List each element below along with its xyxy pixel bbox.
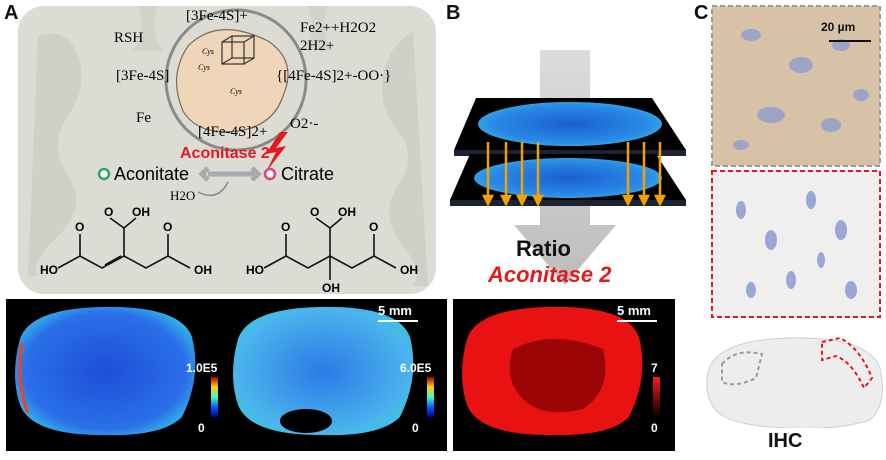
imaging-panel-ratio: 5 mm 7 0 bbox=[453, 299, 675, 451]
ihc-whole-section bbox=[706, 336, 883, 428]
aconitate-oh-label: OH bbox=[194, 263, 212, 277]
label-fe-h2o2: Fe2++H2O2 bbox=[300, 20, 376, 36]
enzyme-label: Aconitase 2 bbox=[180, 145, 270, 162]
aconitate-o-label-2: O bbox=[163, 220, 172, 234]
cys-label-1: Cys bbox=[202, 47, 214, 56]
aconitate-o-label-3: O bbox=[104, 205, 113, 219]
water-label: H2O bbox=[170, 188, 195, 203]
scale-bar-label-1: 5 mm bbox=[378, 303, 412, 318]
colorbar-2-max: 6.0E5 bbox=[400, 361, 432, 375]
aconitate-o-label-1: O bbox=[75, 220, 84, 234]
imaging-panel-1: 5 mm 1.0E5 0 6.0E5 0 bbox=[6, 299, 447, 451]
label-3fe4s-plus: [3Fe-4S]+ bbox=[186, 8, 248, 24]
projection-arrows bbox=[481, 142, 667, 207]
colorbar-1 bbox=[211, 377, 218, 417]
citrate-marker-icon bbox=[263, 167, 277, 181]
brain-map-1-edge bbox=[18, 342, 30, 414]
ihc-label: IHC bbox=[768, 430, 803, 452]
aconitate-oh-label-2: OH bbox=[132, 205, 150, 219]
brain-map-2 bbox=[233, 306, 414, 436]
ihc-micrograph-top bbox=[711, 5, 881, 167]
citrate-oh-label: OH bbox=[400, 263, 418, 277]
citrate-ho-label: HO bbox=[246, 263, 264, 277]
scale-bar-label-2: 5 mm bbox=[617, 303, 651, 318]
citrate-o-label-2: O bbox=[369, 220, 378, 234]
brain-map-1 bbox=[15, 306, 196, 436]
panel-a-letter: A bbox=[4, 2, 19, 24]
label-3fe4s: [3Fe-4S] bbox=[116, 68, 169, 84]
brain-intensity-maps bbox=[15, 306, 434, 436]
label-4fe4s-2plus: [4Fe-4S]2+ bbox=[198, 124, 267, 140]
citrate-oh-label-2: OH bbox=[322, 281, 340, 294]
protein-blob bbox=[175, 29, 289, 133]
cys-label-3: Cys bbox=[230, 87, 242, 96]
label-superoxide: O2·- bbox=[290, 116, 318, 132]
aconitate-label: Aconitate bbox=[114, 164, 189, 184]
colorbar-3 bbox=[653, 377, 660, 417]
ihc-micrograph-bottom bbox=[711, 170, 881, 318]
citrate-structure bbox=[263, 217, 397, 280]
colorbar-3-min: 0 bbox=[651, 421, 658, 435]
colorbar-1-min: 0 bbox=[198, 421, 205, 435]
aconitate-marker-icon bbox=[97, 167, 111, 181]
colorbar-2 bbox=[427, 377, 434, 417]
panel-b-stack bbox=[450, 50, 686, 285]
ratio-map bbox=[462, 306, 660, 436]
cys-label-2: Cys bbox=[198, 63, 210, 72]
panel-b-letter: B bbox=[446, 2, 461, 24]
label-fe: Fe bbox=[136, 110, 151, 126]
brain-map-2-void bbox=[280, 409, 332, 433]
equilibrium-arrow-icon bbox=[198, 166, 262, 182]
water-arrow-icon bbox=[197, 181, 229, 197]
iron-sulfur-cluster bbox=[221, 35, 255, 65]
cristae-shapes bbox=[28, 6, 428, 286]
colorbar-2-min: 0 bbox=[412, 421, 419, 435]
panel-a-scheme: Cys Cys Cys [3Fe-4S]+ RSH Fe2++H2O2 2H2+… bbox=[18, 6, 436, 294]
lightning-icon bbox=[266, 132, 288, 172]
citrate-oh-label-3: OH bbox=[338, 205, 356, 219]
aconitate-structure bbox=[57, 217, 191, 269]
panel-c-letter: C bbox=[694, 2, 709, 24]
label-rsh: RSH bbox=[114, 30, 143, 46]
colorbar-3-max: 7 bbox=[651, 361, 658, 375]
top-brain-map bbox=[478, 102, 662, 146]
reaction-cycle bbox=[164, 8, 308, 152]
enzyme-ratio-label: Aconitase 2 bbox=[488, 262, 612, 287]
label-2h: 2H2+ bbox=[300, 38, 334, 54]
bottom-brain-map bbox=[474, 158, 662, 198]
ratio-label: Ratio bbox=[516, 236, 571, 261]
citrate-o-label-3: O bbox=[310, 205, 319, 219]
aconitate-ho-label: HO bbox=[40, 263, 58, 277]
label-4fe4s-oo: {[4Fe-4S]2+-OO·} bbox=[276, 68, 391, 84]
ratio-dark-region bbox=[509, 339, 606, 413]
ihc-scale-bar-label: 20 µm bbox=[821, 20, 856, 34]
citrate-label: Citrate bbox=[281, 164, 334, 184]
citrate-o-label-1: O bbox=[281, 220, 290, 234]
colorbar-1-max: 1.0E5 bbox=[186, 361, 218, 375]
